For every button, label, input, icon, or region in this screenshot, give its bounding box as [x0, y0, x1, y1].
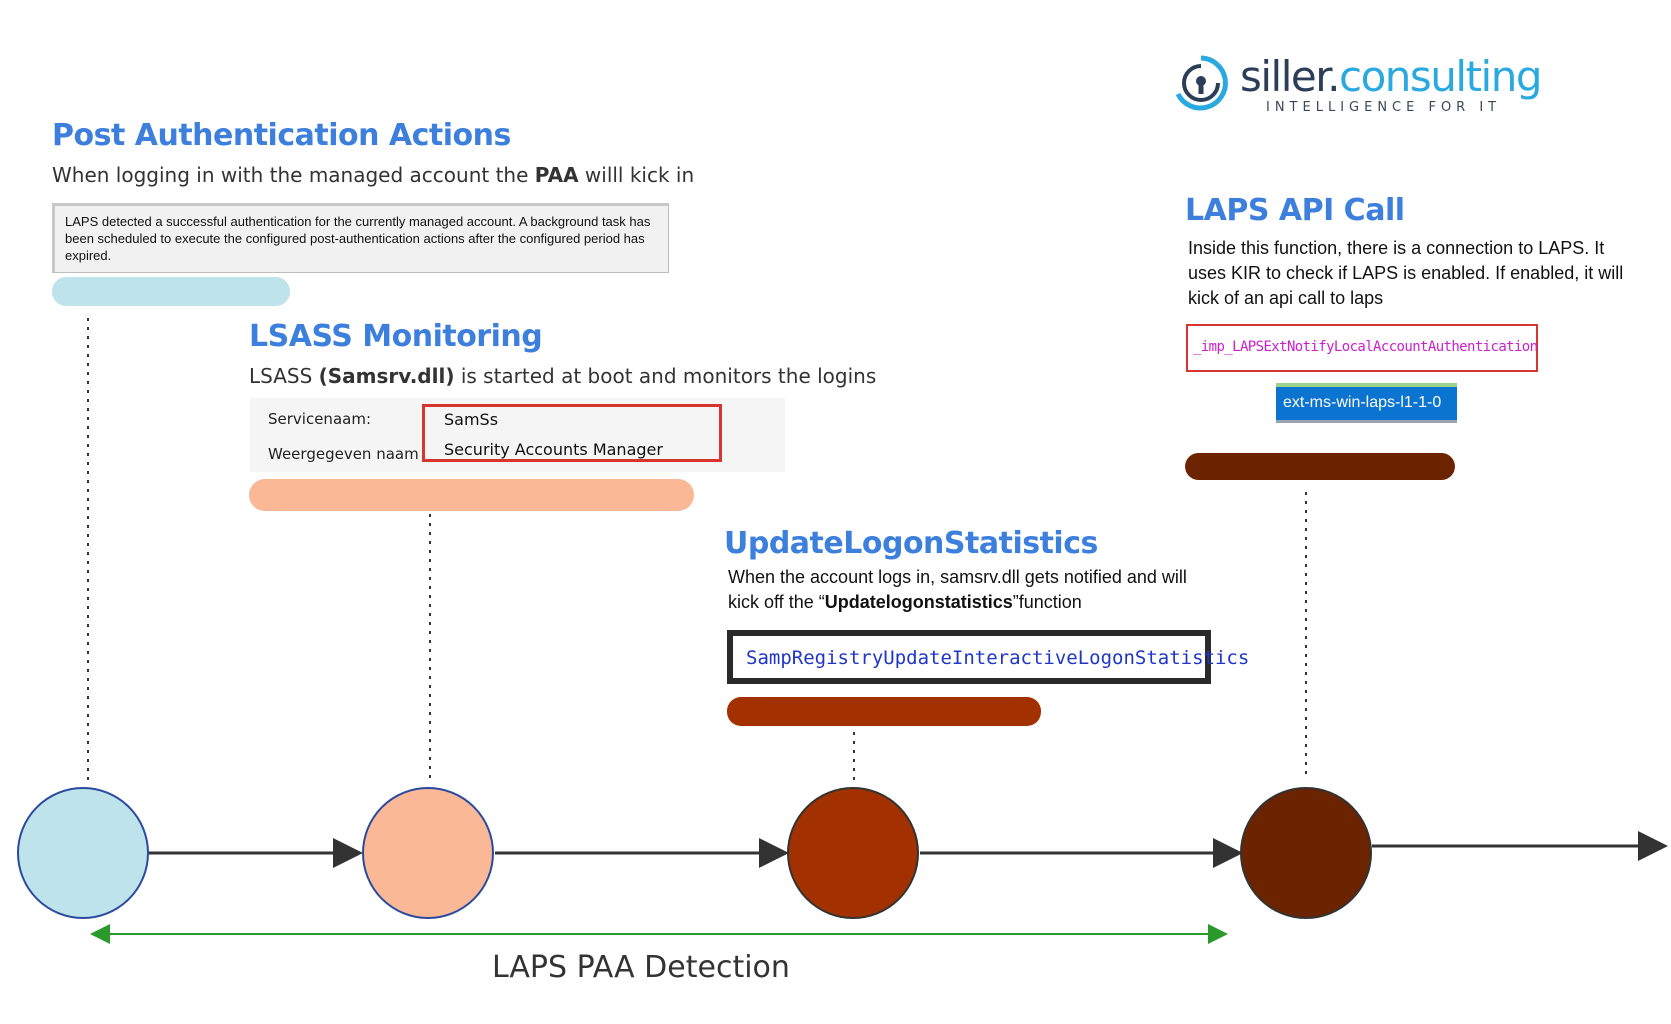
paa-bar	[52, 277, 290, 306]
api-set-name: ext-ms-win-laps-l1-1-0	[1283, 394, 1442, 411]
function-name: SampRegistryUpdateInteractiveLogonStatis…	[746, 647, 1250, 669]
service-display-label: Weergegeven naam	[268, 445, 419, 463]
lock-keyhole-icon	[1175, 55, 1228, 111]
function-name-box: SampRegistryUpdateInteractiveLogonStatis…	[727, 630, 1249, 684]
api-node	[1240, 787, 1372, 919]
service-properties-panel: Servicenaam: Weergegeven naam SamSs Secu…	[250, 398, 785, 472]
lsass-subtitle: LSASS (Samsrv.dll) is started at boot an…	[249, 364, 876, 388]
update-desc-pre: kick off the “	[728, 592, 825, 612]
update-description-line1: When the account logs in, samsrv.dll get…	[728, 567, 1187, 587]
paa-subtitle: When logging in with the managed account…	[52, 163, 694, 187]
logo-tagline: INTELLIGENCE FOR IT	[1266, 100, 1502, 115]
service-name-label: Servicenaam:	[268, 410, 371, 428]
update-desc-post: ”function	[1012, 592, 1082, 612]
lsass-subtitle-bold: (Samsrv.dll)	[318, 364, 455, 388]
service-name-value: SamSs	[444, 410, 499, 429]
api-description: Inside this function, there is a connect…	[1188, 238, 1624, 308]
lsass-title: LSASS Monitoring	[249, 319, 543, 354]
update-bar	[727, 697, 1041, 726]
logo-name-secondary: consulting	[1339, 52, 1543, 101]
lsass-bar	[249, 479, 694, 511]
update-description-line2: kick off the “Updatelogonstatistics”func…	[728, 590, 1228, 615]
lsass-subtitle-post: is started at boot and monitors the logi…	[454, 364, 877, 388]
update-desc-bold: Updatelogonstatistics	[824, 592, 1013, 612]
api-set-badge: ext-ms-win-laps-l1-1-0	[1276, 383, 1457, 423]
paa-subtitle-post: willl kick in	[578, 163, 695, 187]
service-display-value: Security Accounts Manager	[444, 440, 663, 459]
update-description: When the account logs in, samsrv.dll get…	[728, 565, 1228, 615]
lsass-node	[362, 787, 494, 919]
lsass-subtitle-pre: LSASS	[249, 364, 319, 388]
paa-subtitle-bold: PAA	[534, 163, 579, 187]
update-title: UpdateLogonStatistics	[724, 526, 1098, 561]
api-title: LAPS API Call	[1185, 193, 1405, 228]
import-name-box: _imp_LAPSExtNotifyLocalAccountAuthentica…	[1186, 324, 1538, 372]
api-bar	[1185, 453, 1455, 480]
paa-subtitle-pre: When logging in with the managed account…	[52, 163, 535, 187]
paa-message-text: LAPS detected a successful authenticatio…	[65, 214, 651, 263]
paa-node	[17, 787, 149, 919]
paa-title: Post Authentication Actions	[52, 118, 511, 153]
import-name: _imp_LAPSExtNotifyLocalAccountAuthentica…	[1193, 339, 1538, 355]
service-highlight-box	[422, 404, 722, 462]
update-node	[787, 787, 919, 919]
logo: siller.consulting INTELLIGENCE FOR IT	[1170, 50, 1543, 120]
paa-message-box: LAPS detected a successful authenticatio…	[52, 203, 669, 273]
detection-range-label: LAPS PAA Detection	[492, 950, 790, 985]
logo-name-primary: siller.	[1240, 52, 1341, 101]
